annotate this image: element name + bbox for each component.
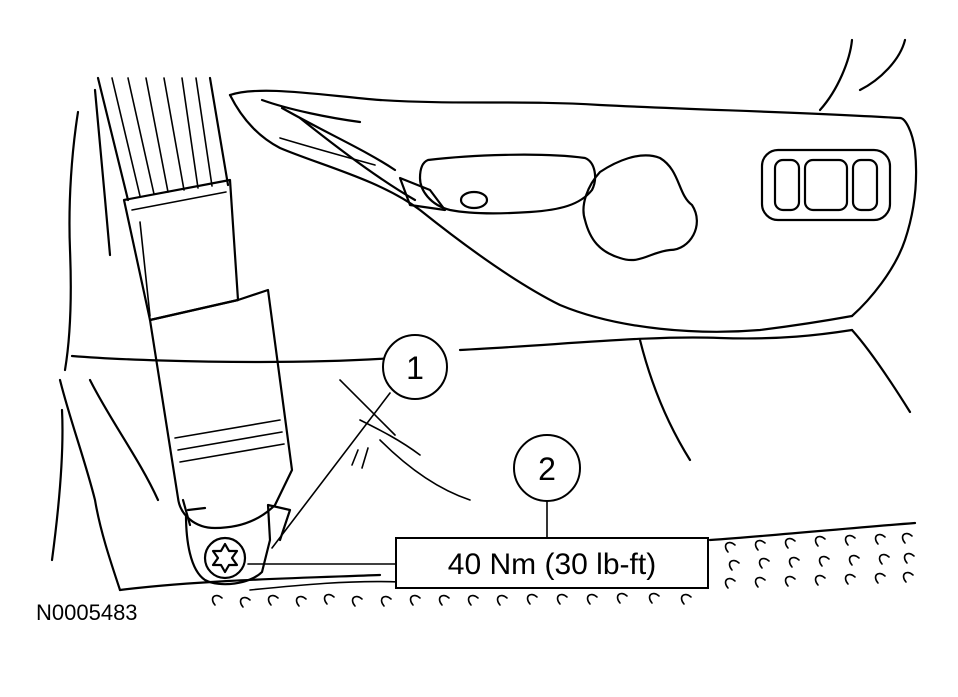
callout-2-number: 2 <box>538 451 556 487</box>
seat-belt-lower-anchor <box>148 288 294 586</box>
left-pillar-trim <box>50 88 160 592</box>
floor-carpet <box>118 521 917 608</box>
seat-side-trim <box>228 38 918 333</box>
anchor-bolt <box>203 536 247 580</box>
seat-belt-webbing <box>96 76 240 322</box>
callout-1-number: 1 <box>406 350 424 386</box>
callout-1-leader <box>271 392 391 549</box>
seat-bottom-lines <box>70 328 912 501</box>
recline-lever <box>398 153 597 215</box>
callout-1: 1 <box>271 334 448 549</box>
lumbar-knob <box>582 154 698 262</box>
callout-1-circle <box>382 334 448 400</box>
figure-id: N0005483 <box>36 600 138 625</box>
callout-2: 2 <box>247 434 581 565</box>
torque-spec-box: 40 Nm (30 lb-ft) <box>395 537 709 589</box>
torque-spec-text: 40 Nm (30 lb-ft) <box>448 548 656 581</box>
power-seat-switch <box>760 148 892 222</box>
